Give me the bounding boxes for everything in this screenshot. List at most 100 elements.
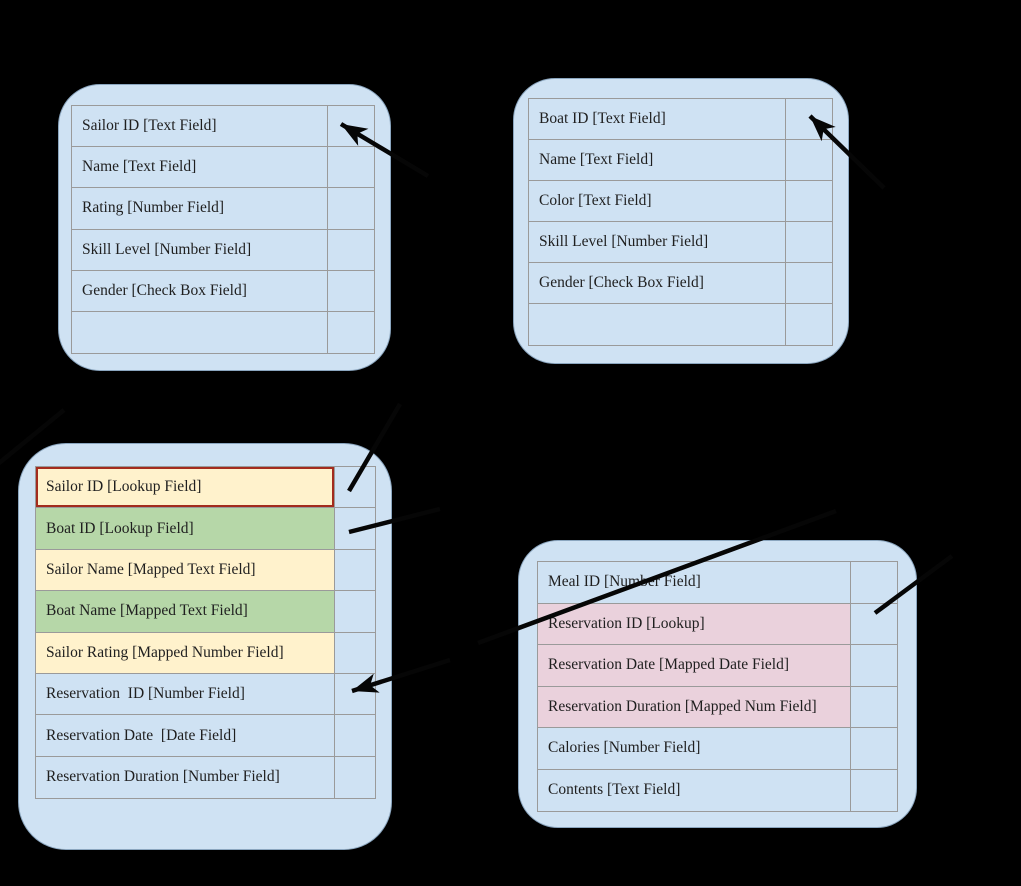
table-row: Reservation Date [Mapped Date Field] <box>538 645 897 687</box>
table-row: Sailor ID [Text Field] <box>72 106 374 148</box>
field-label-cell: Reservation Date [Date Field] <box>36 715 336 756</box>
value-cell <box>328 147 374 187</box>
field-label: Skill Level [Number Field] <box>82 240 252 258</box>
field-label-cell: Name [Text Field] <box>529 140 787 180</box>
field-label-cell: Reservation Duration [Mapped Num Field] <box>538 686 852 727</box>
reservation-entity-box: Sailor ID [Lookup Field] Boat ID [Lookup… <box>18 443 392 850</box>
field-label-cell: Name [Text Field] <box>72 147 329 188</box>
value-cell <box>851 604 897 645</box>
value-cell <box>786 263 832 303</box>
value-cell <box>786 99 832 139</box>
field-label-cell <box>529 304 787 345</box>
field-label: Reservation Date [Mapped Date Field] <box>548 656 790 674</box>
table-row: Rating [Number Field] <box>72 188 374 230</box>
table-row: Calories [Number Field] <box>538 728 897 770</box>
field-label: Sailor Rating [Mapped Number Field] <box>46 643 284 661</box>
table-row: Reservation Duration [Number Field] <box>36 756 375 799</box>
field-label: Reservation Duration [Number Field] <box>46 768 280 786</box>
table-row: Reservation ID [Number Field] <box>36 673 375 716</box>
field-label-cell: Sailor ID [Lookup Field] <box>36 467 336 508</box>
value-cell <box>786 222 832 262</box>
table-row: Boat Name [Mapped Text Field] <box>36 591 375 633</box>
field-label-cell: Reservation Date [Mapped Date Field] <box>538 645 852 686</box>
field-label: Color [Text Field] <box>539 192 652 209</box>
table-row: Sailor ID [Lookup Field] <box>36 467 375 509</box>
table-row: Name [Text Field] <box>72 147 374 189</box>
table-row: Reservation Date [Date Field] <box>36 715 375 757</box>
field-label-cell: Boat Name [Mapped Text Field] <box>36 591 336 632</box>
table-row: Sailor Rating [Mapped Number Field] <box>36 632 375 674</box>
value-cell <box>328 312 374 353</box>
value-cell <box>786 181 832 221</box>
field-label-cell: Color [Text Field] <box>529 181 787 221</box>
table-row: Name [Text Field] <box>529 140 832 181</box>
field-label-cell: Reservation ID [Number Field] <box>36 673 336 715</box>
field-label-cell: Boat ID [Lookup Field] <box>36 508 336 549</box>
table-row: Boat ID [Lookup Field] <box>36 508 375 550</box>
table-row: Gender [Check Box Field] <box>72 270 374 312</box>
field-label-cell: Calories [Number Field] <box>538 728 852 769</box>
table-row: Color [Text Field] <box>529 181 832 222</box>
field-label: Sailor ID [Lookup Field] <box>46 478 202 496</box>
field-label: Boat ID [Lookup Field] <box>46 519 194 537</box>
field-label-cell: Sailor Name [Mapped Text Field] <box>36 549 336 591</box>
table-row: Contents [Text Field] <box>538 769 897 812</box>
table-row: Meal ID [Number Field] <box>538 562 897 604</box>
field-label-cell: Gender [Check Box Field] <box>72 270 329 311</box>
value-cell <box>335 633 375 673</box>
field-label-cell: Meal ID [Number Field] <box>538 562 852 603</box>
table-row: Reservation ID [Lookup] <box>538 603 897 645</box>
value-cell <box>851 687 897 728</box>
boat-entity-box: Boat ID [Text Field] Name [Text Field] C… <box>513 78 849 364</box>
field-label: Reservation ID [Lookup] <box>548 614 705 632</box>
value-cell <box>851 645 897 686</box>
value-cell <box>328 106 374 146</box>
field-label: Boat ID [Text Field] <box>539 110 666 127</box>
table-row: Skill Level [Number Field] <box>529 222 832 263</box>
value-cell <box>786 140 832 180</box>
field-label-cell: Skill Level [Number Field] <box>72 229 329 270</box>
boat-field-table: Boat ID [Text Field] Name [Text Field] C… <box>528 98 833 346</box>
table-row: Boat ID [Text Field] <box>529 99 832 140</box>
meal-field-table: Meal ID [Number Field] Reservation ID [L… <box>537 561 898 812</box>
value-cell <box>335 591 375 631</box>
field-label-cell: Gender [Check Box Field] <box>529 263 787 303</box>
value-cell <box>851 728 897 769</box>
field-label: Gender [Check Box Field] <box>82 281 247 299</box>
meal-entity-box: Meal ID [Number Field] Reservation ID [L… <box>518 540 917 828</box>
field-label-cell: Reservation ID [Lookup] <box>538 603 852 644</box>
value-cell <box>328 271 374 311</box>
field-label-cell: Sailor ID [Text Field] <box>72 106 329 147</box>
field-label: Skill Level [Number Field] <box>539 233 709 250</box>
value-cell <box>851 770 897 812</box>
field-label-cell: Contents [Text Field] <box>538 769 852 811</box>
field-label: Meal ID [Number Field] <box>548 573 701 591</box>
field-label-cell: Rating [Number Field] <box>72 188 329 229</box>
field-label: Contents [Text Field] <box>548 781 681 799</box>
value-cell <box>335 674 375 714</box>
field-label: Calories [Number Field] <box>548 739 701 757</box>
field-label-cell: Boat ID [Text Field] <box>529 99 787 139</box>
sailor-field-table: Sailor ID [Text Field] Name [Text Field]… <box>71 105 375 355</box>
field-label-cell: Sailor Rating [Mapped Number Field] <box>36 632 336 673</box>
field-label: Boat Name [Mapped Text Field] <box>46 602 248 620</box>
value-cell <box>335 715 375 755</box>
table-row <box>529 304 832 345</box>
field-label: Rating [Number Field] <box>82 199 225 217</box>
sailor-entity-box: Sailor ID [Text Field] Name [Text Field]… <box>58 84 391 371</box>
field-label-cell: Reservation Duration [Number Field] <box>36 756 336 799</box>
value-cell <box>328 188 374 228</box>
value-cell <box>328 230 374 270</box>
field-label: Reservation Duration [Mapped Num Field] <box>548 697 817 715</box>
field-label: Name [Text Field] <box>82 158 197 176</box>
value-cell <box>786 304 832 345</box>
field-label: Sailor ID [Text Field] <box>82 117 217 135</box>
field-label-cell <box>72 311 329 354</box>
value-cell <box>335 508 375 548</box>
table-row: Sailor Name [Mapped Text Field] <box>36 549 375 592</box>
field-label: Name [Text Field] <box>539 151 654 168</box>
value-cell <box>851 562 897 603</box>
field-label-cell: Skill Level [Number Field] <box>529 222 787 262</box>
value-cell <box>335 467 375 507</box>
